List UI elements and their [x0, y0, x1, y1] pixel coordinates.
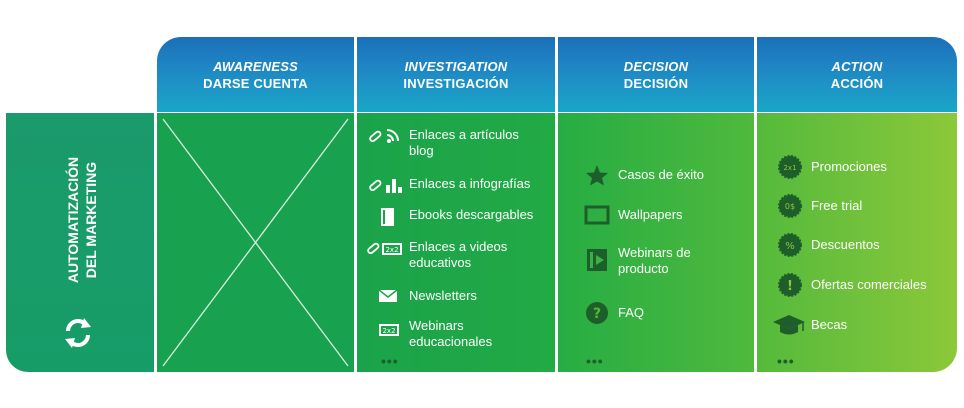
badge-exclaim-icon: ! — [775, 273, 805, 297]
link-barchart-icon — [367, 176, 407, 194]
item-text: Wallpapers — [618, 207, 683, 222]
investigation-cell: Enlaces a artículos blog Enlaces a infog… — [357, 113, 555, 372]
badge-2x1-icon: 2x1 — [775, 155, 805, 179]
row-label-panel — [6, 113, 154, 372]
link-rss-icon — [367, 127, 407, 145]
item-text: producto — [618, 261, 669, 276]
item-text: educacionales — [409, 334, 493, 349]
row-label-line2: DEL MARKETING — [83, 161, 99, 279]
svg-text:!: ! — [787, 279, 793, 294]
list-item: Wallpapers — [582, 204, 683, 226]
header-investigation-en: INVESTIGATION — [404, 58, 508, 74]
envelope-icon — [367, 288, 407, 304]
header-awareness: AWARENESS DARSE CUENTA — [157, 37, 354, 112]
question-icon: ? — [582, 301, 612, 325]
header-decision-es: DECISIÓN — [623, 75, 689, 91]
list-item: 2x1 Promociones — [775, 155, 887, 179]
more-dots: ••• — [777, 353, 795, 369]
list-item: Ebooks descargables — [367, 207, 533, 227]
frame-icon — [582, 204, 612, 226]
row-label-line1: AUTOMATIZACIÓN — [65, 156, 81, 284]
item-text: Webinars de — [618, 245, 691, 260]
header-investigation-es: INVESTIGACIÓN — [403, 75, 509, 91]
item-text: blog — [409, 143, 434, 158]
svg-text:2x2: 2x2 — [382, 327, 395, 335]
link-video-icon: 2x2 — [367, 239, 407, 257]
badge-percent-icon: % — [775, 233, 805, 257]
list-item: Newsletters — [367, 288, 477, 304]
star-icon — [582, 164, 612, 186]
item-text: Promociones — [811, 159, 887, 174]
decision-cell: Casos de éxito Wallpapers Webinars de pr… — [558, 113, 754, 372]
list-item: % Descuentos — [775, 233, 880, 257]
list-item: 2x2 Enlaces a videos educativos — [367, 239, 507, 271]
play-book-icon — [582, 245, 612, 275]
header-decision: DECISION DECISIÓN — [558, 37, 754, 112]
awareness-cell — [157, 113, 354, 372]
header-action-es: ACCIÓN — [830, 75, 884, 91]
svg-text:0$: 0$ — [785, 202, 795, 211]
list-item: 0$ Free trial — [775, 194, 862, 218]
empty-cross-mark — [162, 118, 349, 367]
item-text: Descuentos — [811, 237, 880, 252]
item-text: educativos — [409, 255, 472, 270]
item-text: Enlaces a infografías — [409, 176, 531, 191]
list-item: Enlaces a infografías — [367, 176, 530, 194]
graduation-cap-icon — [771, 313, 807, 337]
header-awareness-en: AWARENESS — [213, 58, 298, 74]
more-dots: ••• — [381, 353, 399, 369]
action-cell: 2x1 Promociones 0$ Free trial % Descuent… — [757, 113, 957, 372]
svg-text:2x1: 2x1 — [783, 164, 796, 172]
item-text: Enlaces a videos — [409, 239, 508, 254]
list-item: 2x2 Webinars educacionales — [367, 318, 492, 350]
header-awareness-es: DARSE CUENTA — [203, 75, 308, 91]
list-item: Enlaces a artículos blog — [367, 127, 519, 159]
list-item: Becas — [771, 313, 847, 337]
list-item: Casos de éxito — [582, 164, 704, 186]
webinar-icon: 2x2 — [367, 318, 407, 336]
list-item: Webinars de producto — [582, 245, 691, 277]
row-label: AUTOMATIZACIÓN DEL MARKETING — [55, 130, 109, 310]
item-text: Webinars — [409, 318, 464, 333]
item-text: FAQ — [618, 305, 645, 320]
item-text: Enlaces a artículos — [409, 127, 519, 142]
item-text: Casos de éxito — [618, 167, 704, 182]
list-item: ! Ofertas comerciales — [775, 273, 927, 297]
more-dots: ••• — [586, 353, 604, 369]
svg-text:?: ? — [593, 306, 601, 322]
item-text: Becas — [811, 317, 848, 332]
refresh-cycle-icon — [60, 315, 96, 351]
item-text: Free trial — [811, 198, 863, 213]
header-action-en: ACTION — [831, 58, 883, 74]
item-text: Ofertas comerciales — [811, 277, 927, 292]
header-action: ACTION ACCIÓN — [757, 37, 957, 112]
list-item: ? FAQ — [582, 301, 644, 325]
badge-free-icon: 0$ — [775, 194, 805, 218]
svg-text:2x2: 2x2 — [385, 246, 398, 254]
svg-text:%: % — [785, 241, 795, 252]
book-icon — [367, 207, 407, 227]
header-decision-en: DECISION — [623, 58, 689, 74]
item-text: Newsletters — [409, 288, 477, 303]
header-investigation: INVESTIGATION INVESTIGACIÓN — [357, 37, 555, 112]
item-text: Ebooks descargables — [409, 207, 534, 222]
